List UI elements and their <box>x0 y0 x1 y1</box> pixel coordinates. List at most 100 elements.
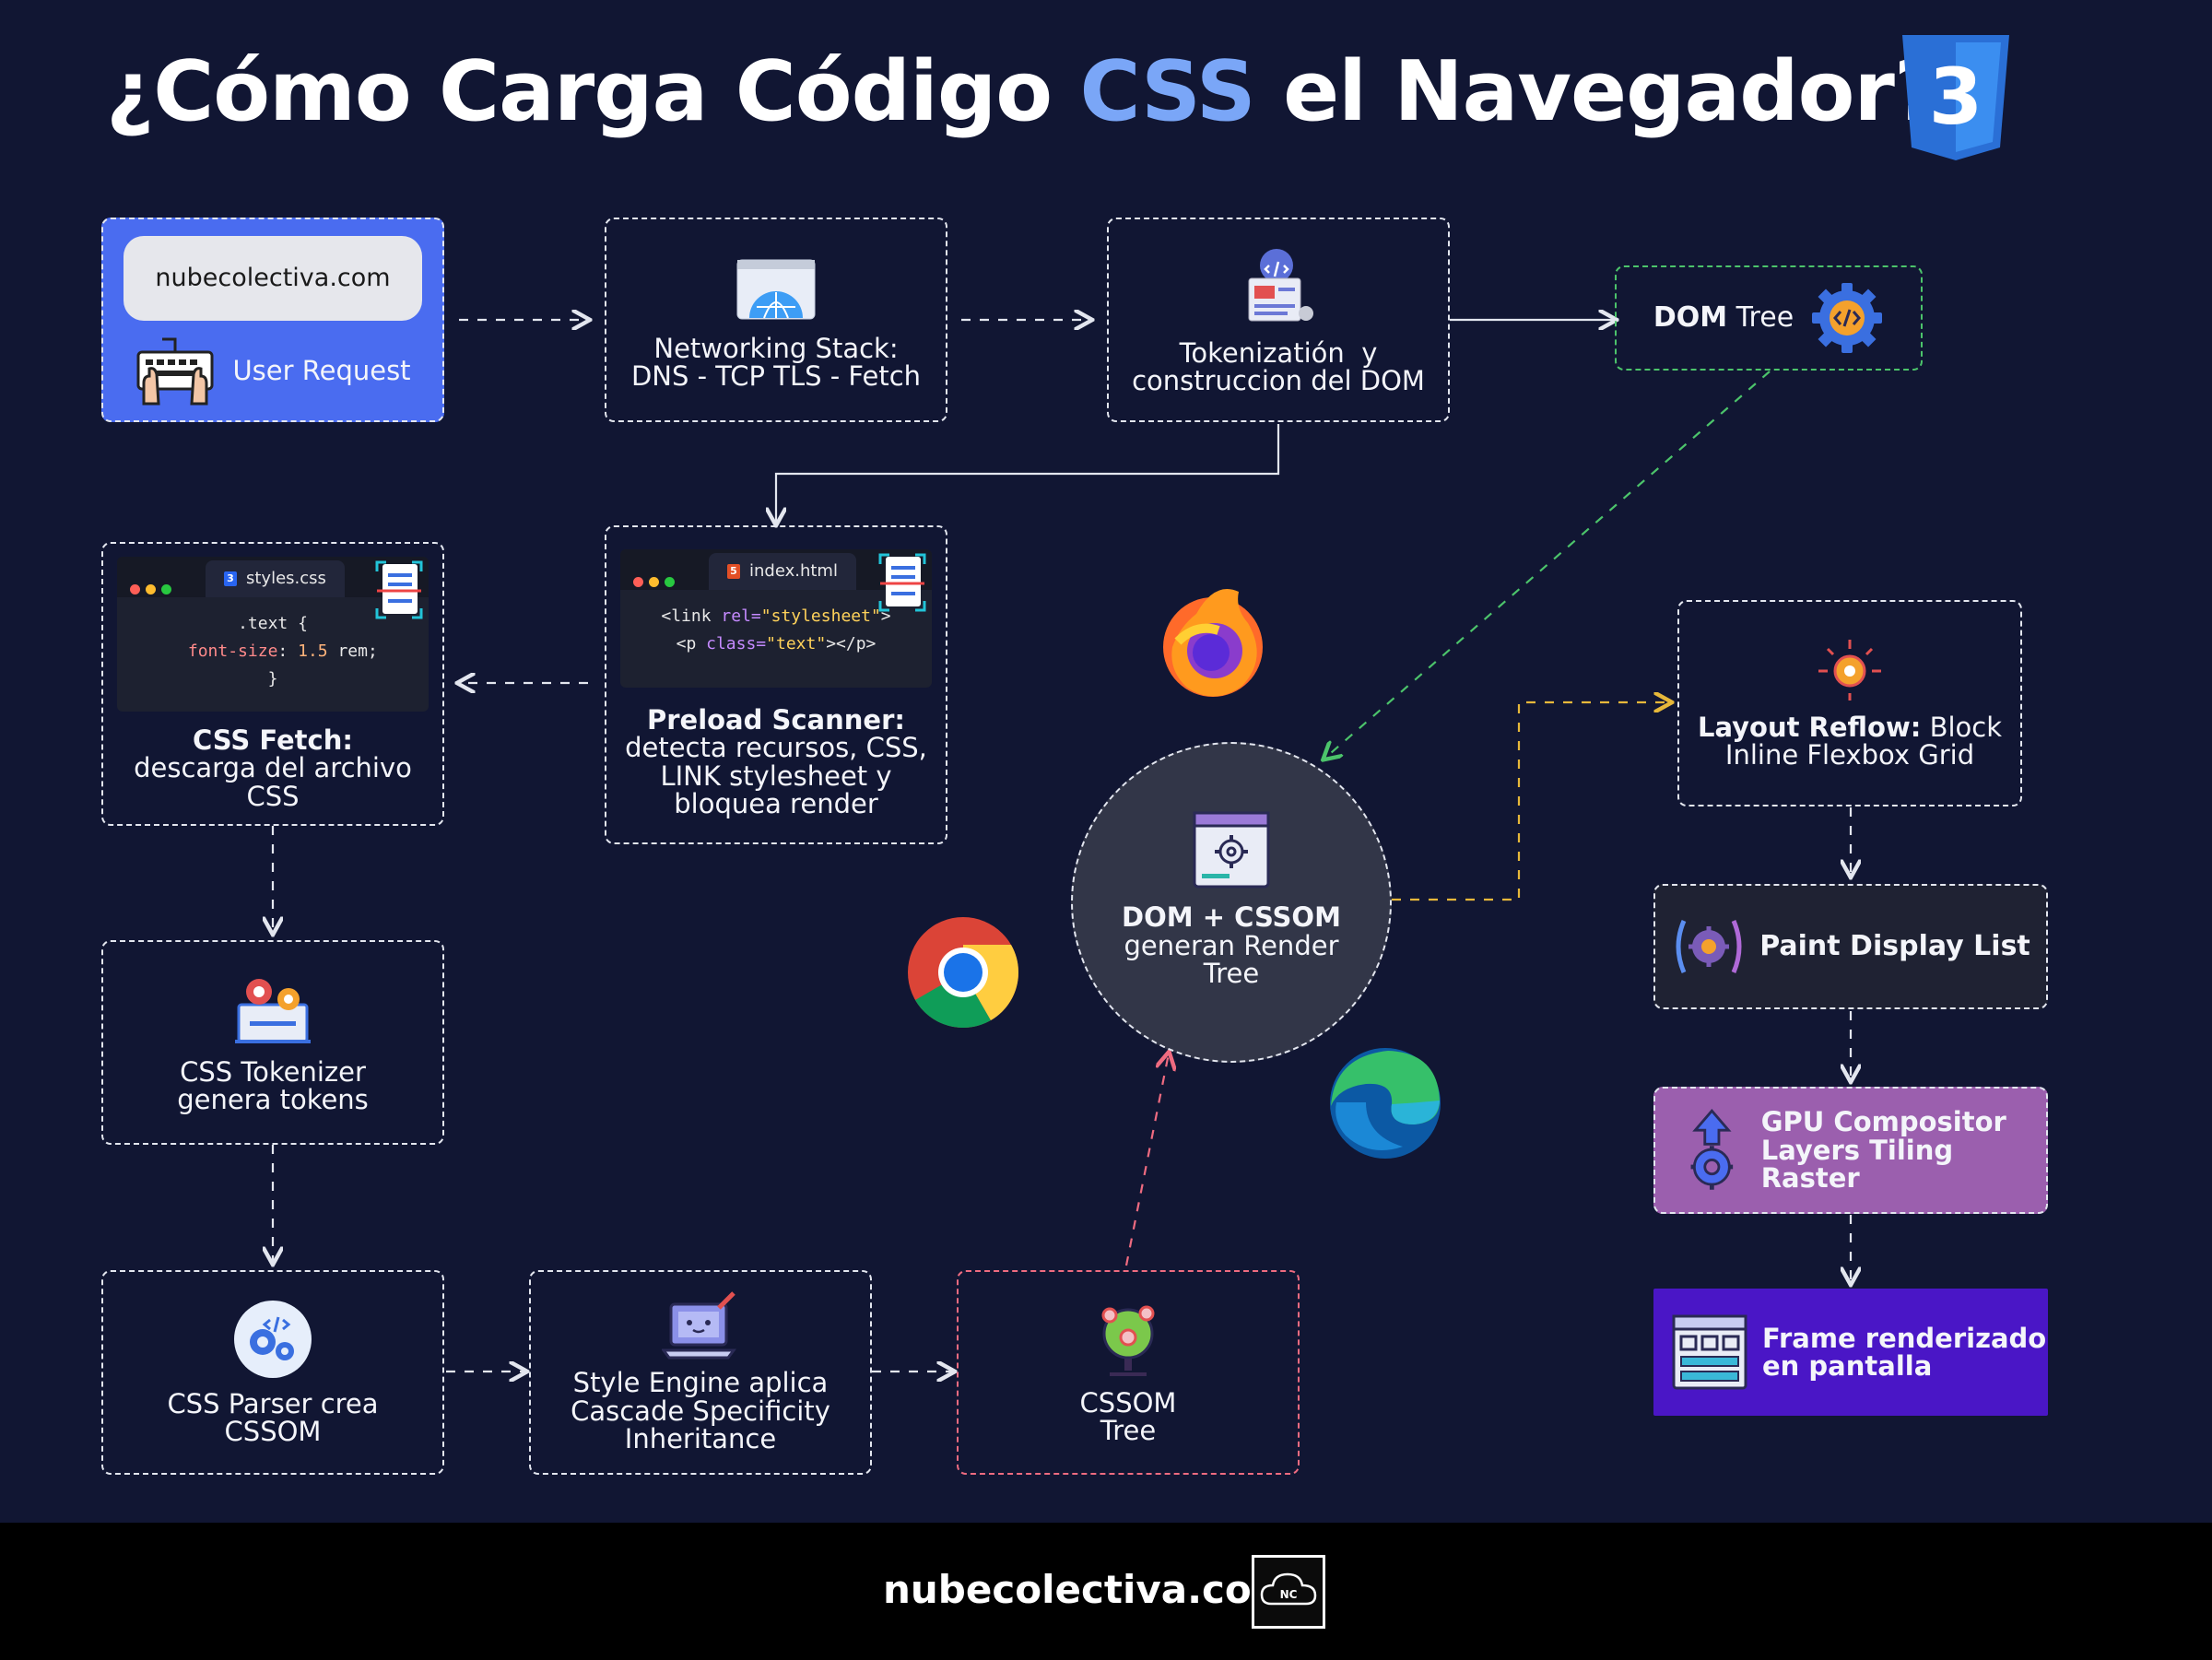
user-request-label: User Request <box>232 354 411 386</box>
laptop-pen-icon <box>662 1291 736 1360</box>
render-tree-line1: generan Render <box>1124 929 1339 961</box>
tokenization-line1: Tokenizatión y <box>1179 336 1378 369</box>
tree-icon <box>1101 1305 1155 1376</box>
code-tag-p: <p <box>676 634 707 653</box>
title-text-end: el Navegador? <box>1254 43 1942 140</box>
css3-logo: 3 <box>1902 35 2009 160</box>
connector-token-preload <box>776 424 1280 524</box>
scan-document-icon <box>878 553 926 612</box>
footer <box>0 1523 2212 1660</box>
sun-gear-icon <box>1818 639 1881 700</box>
dom-tree-rest: Tree <box>1727 301 1794 335</box>
preload-line1: detecta recursos, CSS, <box>625 732 927 764</box>
frame-line1: Frame renderizado <box>1762 1322 2047 1354</box>
url-text: nubecolectiva.com <box>155 263 391 292</box>
networking-line1: Networking Stack: <box>653 332 899 364</box>
render-tree-title: DOM + CSSOM <box>1122 901 1341 934</box>
gpu-line2: Layers Tiling Raster <box>1760 1134 1954 1195</box>
gpu-line1: GPU Compositor <box>1760 1106 2006 1138</box>
render-tree-line2: Tree <box>1203 958 1260 990</box>
url-bar: nubecolectiva.com <box>124 236 422 321</box>
dom-tree-bold: DOM <box>1653 301 1728 335</box>
layout-line2: Inline Flexbox Grid <box>1724 739 1975 771</box>
style-engine-line2: Cascade Specificity <box>571 1395 830 1427</box>
css-parser-line2: CSSOM <box>224 1416 322 1447</box>
css-fetch-title: CSS Fetch: <box>192 724 353 756</box>
page-title: ¿Cómo Carga Código CSS el Navegador? <box>106 43 1942 140</box>
footer-logo: NC <box>1252 1555 1325 1629</box>
code-string-text: "text" <box>766 634 827 653</box>
html-file-name: index.html <box>749 560 838 581</box>
style-engine-line3: Inheritance <box>624 1423 777 1455</box>
preload-title: Preload Scanner: <box>646 704 905 736</box>
scan-document-icon <box>375 560 423 619</box>
code-number: 1.5 <box>298 642 328 661</box>
code-document-icon <box>1248 248 1313 322</box>
gpu-gear-icon <box>1690 1109 1734 1190</box>
cloud-logo-icon: NC <box>1260 1572 1317 1606</box>
code-property: font-size <box>187 642 278 661</box>
code-brace: } <box>267 669 278 689</box>
css3-mini-icon: 3 <box>224 571 237 586</box>
css-parser-line1: CSS Parser crea <box>167 1387 379 1419</box>
paint-label: Paint Display List <box>1759 930 2030 963</box>
code-colon: : <box>277 642 299 661</box>
edge-logo <box>1330 1048 1441 1159</box>
window-frame-icon <box>1672 1314 1747 1390</box>
css-tokenizer-line1: CSS Tokenizer <box>180 1055 366 1088</box>
footer-logo-text: NC <box>1280 1588 1298 1601</box>
dom-tree-node: DOM Tree <box>1615 265 1923 371</box>
networking-node: Networking Stack:DNS - TCP TLS - Fetch <box>605 218 947 422</box>
style-engine-line1: Style Engine aplica <box>572 1367 829 1399</box>
code-tag: <link <box>661 606 722 626</box>
css-fetch-line1: descarga del archivo <box>134 752 412 784</box>
html5-icon: 5 <box>727 564 740 579</box>
networking-line2: DNS - TCP TLS - Fetch <box>630 360 922 392</box>
code-gear-icon <box>1812 283 1883 353</box>
gears-screen-icon <box>235 978 311 1043</box>
window-gear-icon <box>1193 811 1270 889</box>
css-fetch-line2: CSS <box>246 780 300 812</box>
code-selector: .text { <box>238 614 308 633</box>
code-attr: rel= <box>721 606 761 626</box>
code-unit: rem; <box>327 642 378 661</box>
preload-line2: LINK stylesheet y <box>660 759 892 792</box>
code-tag-end: > <box>880 606 891 626</box>
chrome-logo <box>908 917 1018 1029</box>
cssom-tree-line2: Tree <box>1100 1415 1157 1446</box>
code-cog-circle-icon <box>234 1300 312 1378</box>
footer-site-name: nubecolectiva.com <box>883 1567 1292 1612</box>
connector-cssom-render <box>1124 1054 1169 1266</box>
layout-rest: Block <box>1921 711 2003 743</box>
css-tokenizer-line2: genera tokens <box>177 1084 369 1115</box>
code-attr-class: class= <box>706 634 767 653</box>
css-file-name: styles.css <box>246 568 326 588</box>
browser-globe-icon <box>736 259 816 320</box>
keyboard-hands-icon <box>136 337 214 406</box>
cssom-tree-line1: CSSOM <box>1079 1386 1177 1419</box>
layout-bold: Layout Reflow: <box>1697 711 1922 743</box>
css3-logo-text: 3 <box>1929 52 1983 142</box>
code-string: "stylesheet" <box>760 606 881 626</box>
connector-render-layout <box>1392 702 1670 901</box>
frame-line2: en pantalla <box>1762 1350 1933 1382</box>
code-tag-close: ></p> <box>826 634 877 653</box>
title-accent: CSS <box>1079 43 1255 140</box>
paint-display-node: Paint Display List <box>1653 884 2048 1009</box>
tokenization-line2: construccion del DOM <box>1132 365 1425 396</box>
html-code-card: 5 index.html <link rel="stylesheet"> <p c… <box>620 549 932 688</box>
connector-dom-render <box>1324 371 1771 759</box>
user-request-node: nubecolectiva.com User Request <box>101 218 444 422</box>
preload-line3: bloquea render <box>674 788 878 820</box>
